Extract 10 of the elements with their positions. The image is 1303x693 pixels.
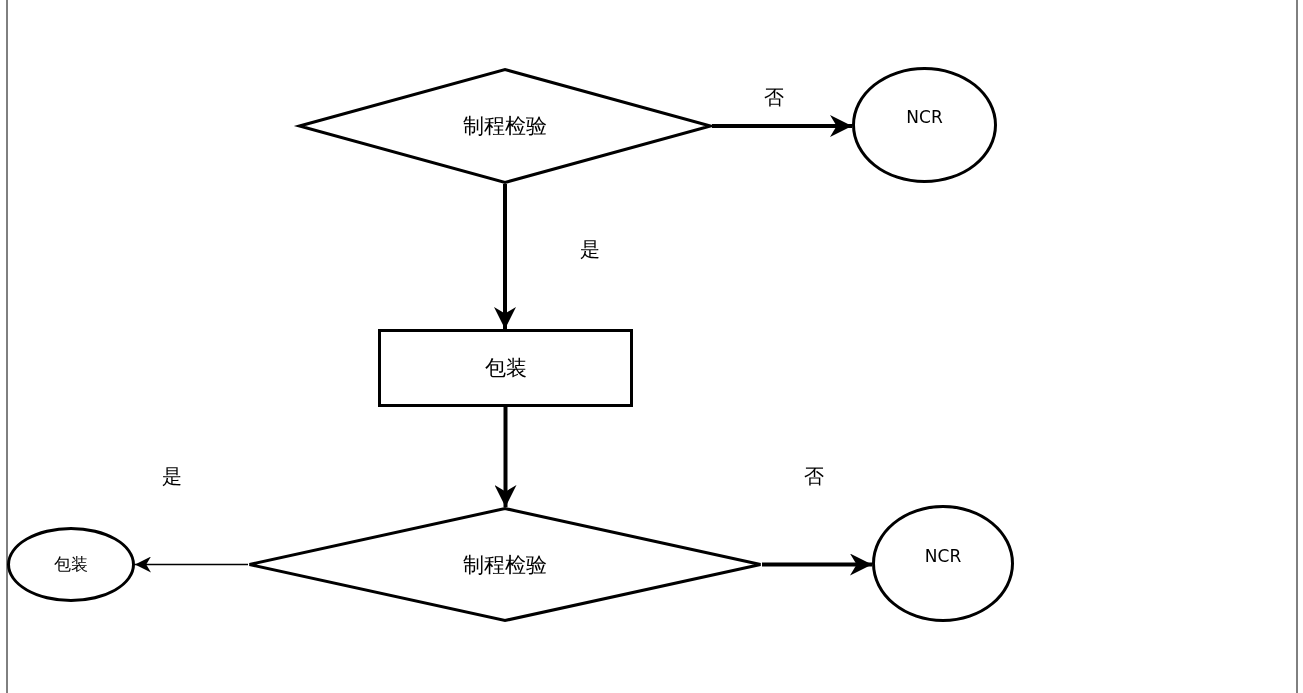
arrow (494, 184, 516, 329)
process-box: 包装 (378, 329, 633, 407)
arrow (712, 115, 852, 137)
arrow (134, 556, 249, 573)
arrow (762, 553, 872, 576)
arrow (494, 407, 517, 507)
terminal-ellipse: 包装 (7, 527, 135, 602)
terminal-ellipse: NCR (852, 67, 997, 183)
terminal-ellipse: NCR (872, 505, 1014, 622)
decision-diamond: 制程检验 (248, 507, 762, 622)
